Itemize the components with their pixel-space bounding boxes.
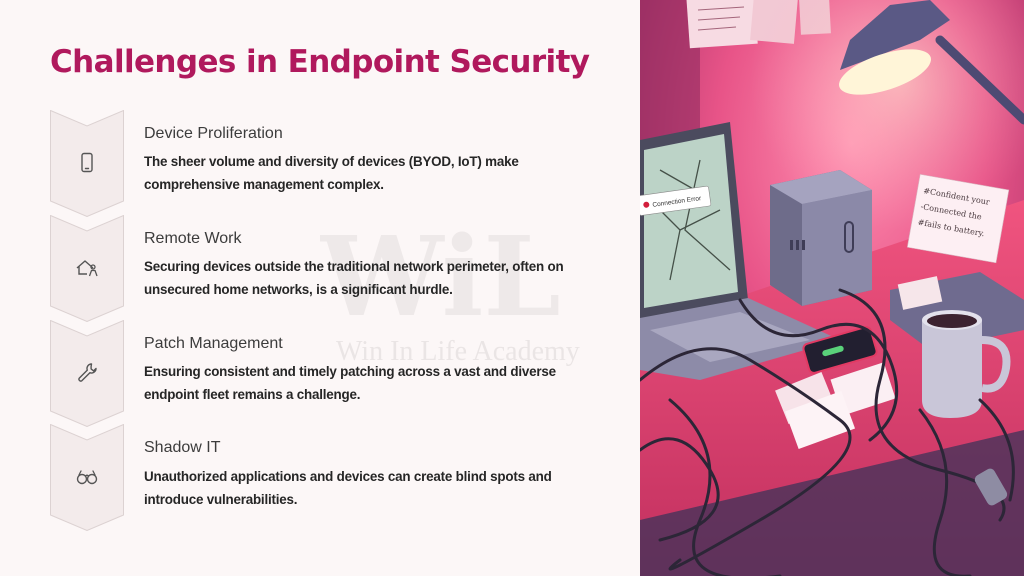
item-title-patch-management: Patch Management: [144, 335, 283, 352]
item-desc-device-proliferation: The sheer volume and diversity of device…: [144, 154, 519, 192]
laptop: [640, 122, 840, 380]
smartphone-icon: [81, 152, 93, 173]
chevron-step-2: [50, 215, 124, 322]
binoculars-icon: [76, 470, 98, 485]
content-panel: WiL Win In Life Academy Challenges in En…: [50, 44, 591, 531]
item-title-remote-work: Remote Work: [144, 230, 242, 247]
smartphone: [802, 326, 878, 374]
chevron-step-4: [50, 424, 124, 531]
cables: [640, 288, 1015, 576]
sticky-note: #Confident your -Connected the #fails to…: [906, 173, 1010, 264]
page-title: Challenges in Endpoint Security: [50, 44, 590, 80]
desk-lamp: [839, 0, 1024, 125]
chevron-step-3: [50, 320, 124, 427]
chevron-step-1: [50, 110, 124, 217]
illustration-desk-scene: Connection Error #Confident your -Connec…: [640, 0, 1024, 576]
illustration-panel: Connection Error #Confident your -Connec…: [640, 0, 1024, 576]
connection-error-popup: Connection Error: [640, 185, 712, 216]
computer-tower: [770, 170, 872, 306]
item-desc-remote-work: Securing devices outside the traditional…: [144, 259, 564, 297]
coffee-mug: [922, 310, 1011, 418]
item-title-shadow-it: Shadow IT: [144, 439, 221, 456]
wrench-icon: [78, 363, 97, 382]
item-desc-shadow-it: Unauthorized applications and devices ca…: [144, 469, 552, 507]
home-user-icon: [76, 260, 98, 277]
item-desc-patch-management: Ensuring consistent and timely patching …: [144, 364, 556, 402]
item-title-device-proliferation: Device Proliferation: [144, 125, 283, 142]
